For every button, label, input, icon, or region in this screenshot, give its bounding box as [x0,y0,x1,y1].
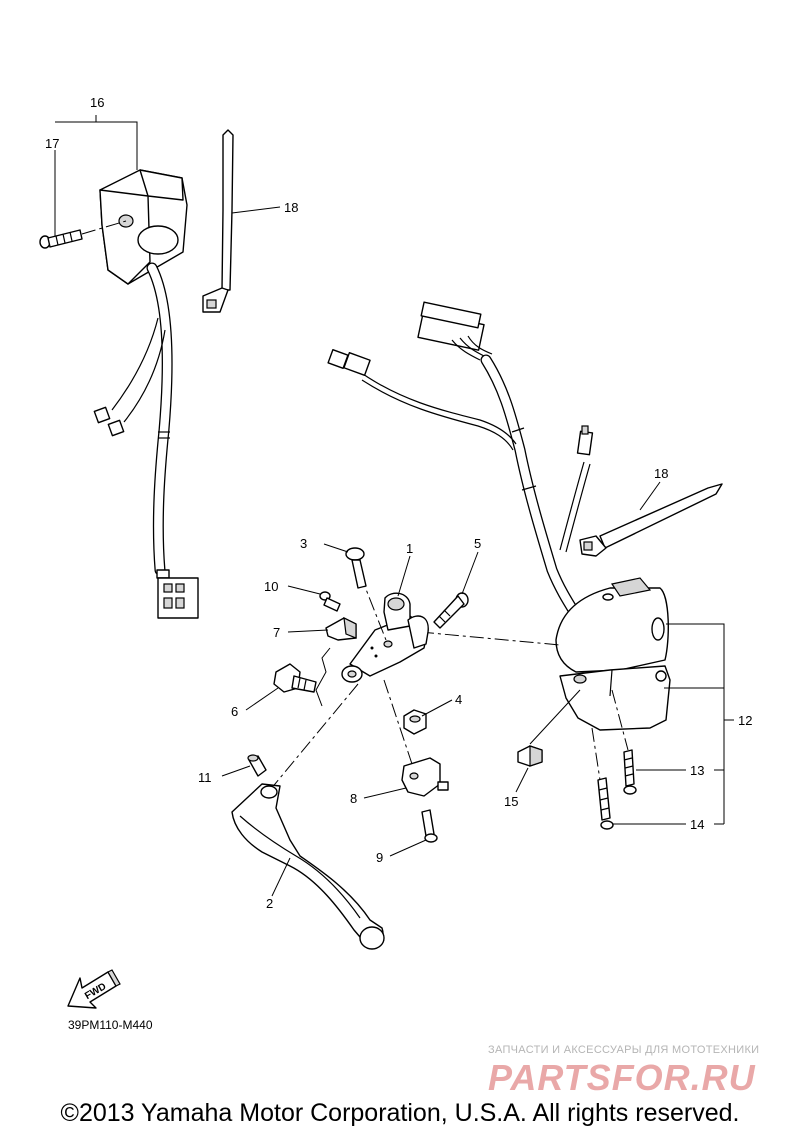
right-switch-harness [327,301,594,624]
callout-6: 6 [231,704,238,719]
lever-holder-bracket[interactable] [341,592,429,683]
cable-tie-right[interactable] [579,483,723,557]
callout-1: 1 [406,541,413,556]
clutch-lever[interactable] [231,783,385,950]
watermark-subtitle: ЗАПЧАСТИ И АКСЕССУАРЫ ДЛЯ МОТОТЕХНИКИ [488,1044,760,1056]
callout-9: 9 [376,850,383,865]
callout-16: 16 [90,95,104,110]
callout-7: 7 [273,625,280,640]
left-switch-screw[interactable] [39,229,83,249]
callout-17: 17 [45,136,59,151]
callout-14: 14 [690,817,704,832]
right-switch-upper[interactable] [555,577,669,673]
watermark-logo: PARTSFOR.RU [488,1057,756,1098]
left-switch-harness [93,262,199,619]
callout-4: 4 [455,692,462,707]
clamp-7[interactable] [325,616,357,641]
collar-11[interactable] [247,754,267,777]
nut-4[interactable] [403,709,427,735]
callout-11: 11 [198,770,212,785]
small-screw-10[interactable] [319,591,341,612]
callout-12: 12 [738,713,752,728]
switch-screw-13[interactable] [623,749,637,795]
clutch-switch[interactable] [401,757,449,797]
screw-9[interactable] [421,809,438,843]
left-switch-housing[interactable] [99,169,188,285]
fwd-arrow-icon: FWD [67,969,121,1009]
switch-screw-14[interactable] [597,777,614,830]
callout-18-right: 18 [654,466,668,481]
callout-10: 10 [264,579,278,594]
callout-13: 13 [690,763,704,778]
callout-18-upper: 18 [284,200,298,215]
callout-15: 15 [504,794,518,809]
diagram-code: 39PM110-M440 [68,1018,153,1032]
callout-labels: 16 17 18 3 1 5 10 7 6 4 11 8 9 2 18 12 1… [45,95,752,911]
leader-lines [54,115,734,897]
screw-5[interactable] [433,592,469,629]
callout-3: 3 [300,536,307,551]
bolt-6[interactable] [273,663,317,693]
callout-8: 8 [350,791,357,806]
copyright-notice: ©2013 Yamaha Motor Corporation, U.S.A. A… [60,1099,740,1127]
right-switch-lower[interactable] [559,665,671,731]
callout-2: 2 [266,896,273,911]
switch-block[interactable] [517,745,543,767]
cable-tie-upper[interactable] [202,129,234,313]
callout-5: 5 [474,536,481,551]
pivot-bolt[interactable] [345,547,367,589]
